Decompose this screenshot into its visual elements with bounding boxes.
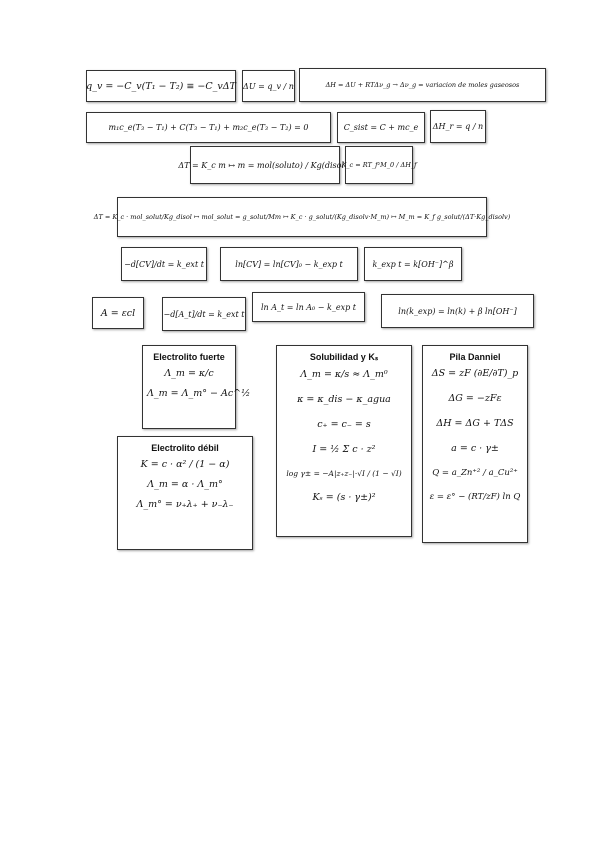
formula-line: ΔH = ΔG + TΔS [436,418,514,429]
formula-line: Λ_m = α · Λ_m° [147,479,223,490]
formula-text: ΔH = ΔU + RTΔν_g → Δν_g = variacion de m… [325,81,520,89]
formula-text: A = εcl [100,307,136,319]
formula-line: c₊ = c₋ = s [317,419,371,430]
formula-text: ΔH_r = q / n [432,122,484,131]
formula-text: K_c = RT_f²M_0 / ΔH_f [341,161,417,169]
molar-mass-derivation-formula: ΔT = K_c · mol_solut/Kg_disol ↦ mol_solu… [94,197,510,237]
cryoscopic-constant-formula: K_c = RT_f²M_0 / ΔH_f [341,146,417,184]
formula-line: Λ_m = κ/c [164,368,214,379]
formula-text: ΔT = K_c · mol_solut/Kg_disol ↦ mol_solu… [93,213,511,221]
formula-text: k_exp t = k[OH⁻]^β [372,259,454,269]
formula-line: a = c · γ± [451,443,499,454]
formula-line: ε = ε° − (RT/zF) ln Q [429,492,521,502]
weak-electrolyte-panel: Electrolito débil K = c · α² / (1 − α) Λ… [117,436,253,550]
formula-line: κ = κ_dis − κ_agua [297,394,391,405]
formula-line: I = ½ Σ c · z² [312,444,376,455]
formula-text: m₁c_e(T₃ − T₁) + C(T₃ − T₁) + m₂c_e(T₃ −… [108,123,309,132]
panel-title: Pila Danniel [449,352,501,362]
kexp-formula: k_exp t = k[OH⁻]^β [364,247,462,281]
solubility-panel: Solubilidad y Kₛ Λ_m = κ/s ≈ Λ_m⁰ κ = κ_… [276,345,412,537]
formula-text: C_sist = C + mc_e [343,123,419,132]
formula-line: K = c · α² / (1 − α) [140,459,230,470]
daniell-cell-panel: Pila Danniel ΔS = zF (∂E/∂T)_p ΔG = −zFε… [422,345,528,543]
ln-cv-formula: ln[CV] = ln[CV]₀ − k_exp t [220,247,358,281]
enthalpy-formula: ΔH = ΔU + RTΔν_g → Δν_g = variacion de m… [299,68,546,102]
formula-text: −d[CV]/dt = k_ext t [124,259,204,269]
formula-text: ΔU = q_v / n [243,81,294,91]
formula-line: Q = a_Zn⁺² / a_Cu²⁺ [432,468,518,478]
ln-a-formula: ln A_t = ln A₀ − k_exp t [252,292,365,322]
internal-energy-formula: ΔU = q_v / n [242,70,295,102]
rate-a-formula: −d[A_t]/dt = k_ext t [162,297,246,331]
formula-text: −d[A_t]/dt = k_ext t [163,309,245,319]
formula-text: ln A_t = ln A₀ − k_exp t [260,302,357,312]
system-capacity-formula: C_sist = C + mc_e [337,112,425,143]
formula-text: ln(k_exp) = ln(k) + β ln[OH⁻] [398,306,517,316]
formula-line: Λ_m = Λ_m° − Ac^½ [147,388,251,399]
calorimetry-balance-formula: m₁c_e(T₃ − T₁) + C(T₃ − T₁) + m₂c_e(T₃ −… [86,112,331,143]
formula-line: ΔS = zF (∂E/∂T)_p [431,368,519,379]
reaction-enthalpy-formula: ΔH_r = q / n [430,110,486,143]
panel-title: Solubilidad y Kₛ [309,352,379,362]
formula-text: q_v = −C_v(T₁ − T₂) ≡ −C_vΔT [86,80,236,92]
panel-title: Electrolito fuerte [153,352,225,362]
formula-line: log γ± = −A|z₊z₋|·√I / (1 − √I) [286,469,402,478]
formula-line: Λ_m = κ/s ≈ Λ_m⁰ [300,369,388,380]
formula-text: ln[CV] = ln[CV]₀ − k_exp t [235,259,343,269]
rate-cv-formula: −d[CV]/dt = k_ext t [121,247,207,281]
heat-constant-volume-formula: q_v = −C_v(T₁ − T₂) ≡ −C_vΔT [86,70,236,102]
beer-lambert-formula: A = εcl [92,297,144,329]
formula-line: Kₛ = (s · γ±)² [312,492,376,503]
panel-title: Electrolito débil [151,443,219,453]
cryoscopy-formula: ΔT = K_c m ↦ m = mol(soluto) / Kg(disolv… [178,146,352,184]
formula-line: ΔG = −zFε [448,393,502,404]
ln-k-formula: ln(k_exp) = ln(k) + β ln[OH⁻] [381,294,534,328]
formula-text: ΔT = K_c m ↦ m = mol(soluto) / Kg(disolv… [178,160,352,170]
strong-electrolyte-panel: Electrolito fuerte Λ_m = κ/c Λ_m = Λ_m° … [142,345,251,429]
formula-line: Λ_m° = ν₊λ₊ + ν₋λ₋ [136,499,234,510]
